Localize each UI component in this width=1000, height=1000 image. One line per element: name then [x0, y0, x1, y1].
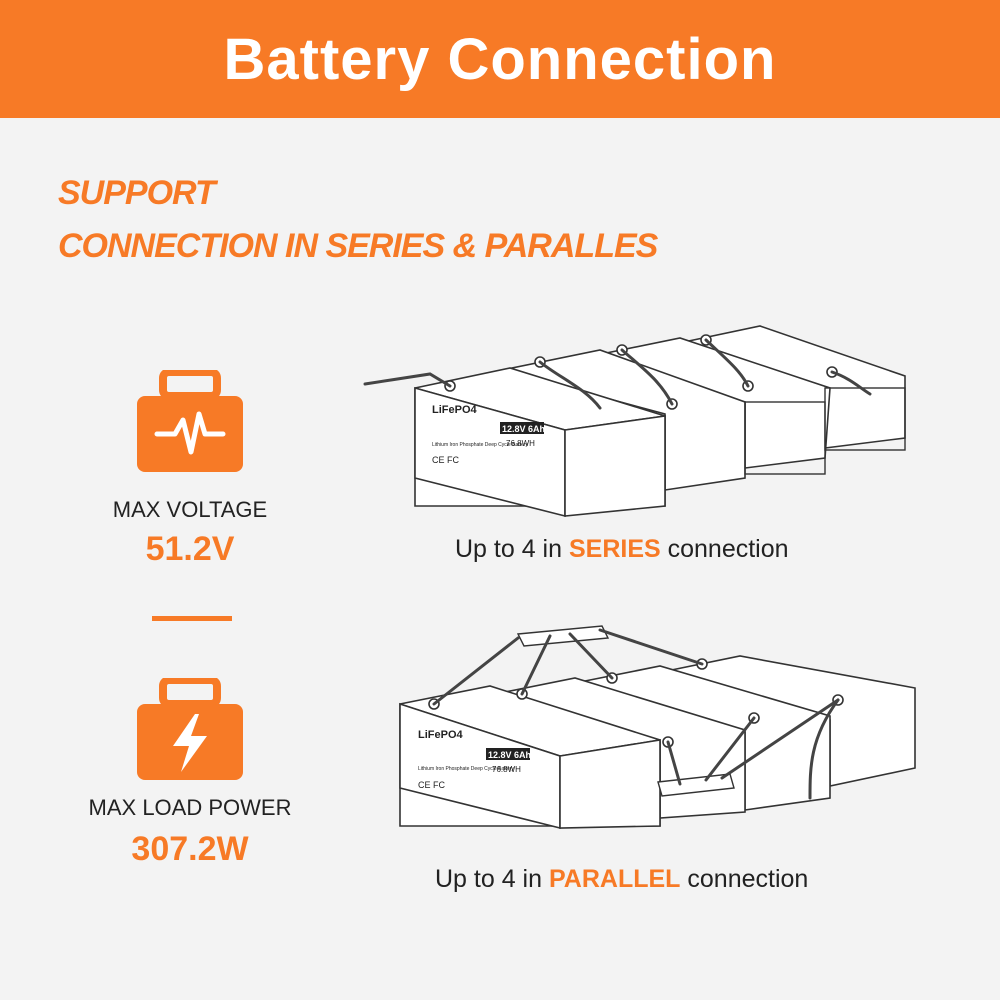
series-prefix: Up to 4 in — [455, 535, 563, 563]
parallel-connection-diagram: LiFePO4 12.8V 6Ah 76.8WH Lithium Iron Ph… — [399, 625, 916, 830]
battery-cert-label-2: CE FC — [418, 780, 446, 790]
battery-spec-label-2: 12.8V 6Ah — [488, 750, 531, 760]
battery-spec-label: 12.8V 6Ah — [502, 424, 545, 434]
tagline-support: SUPPORT — [58, 174, 216, 212]
parallel-busbar-top — [516, 625, 610, 647]
battery-brand-label: LiFePO4 — [432, 404, 478, 416]
battery-energy-label-2: 76.8WH — [492, 765, 521, 774]
series-highlight: SERIES — [568, 535, 661, 563]
battery-cert-label: CE FC — [432, 455, 460, 465]
header-banner: Battery Connection — [0, 0, 1000, 118]
page-title: Battery Connection — [223, 26, 777, 92]
parallel-caption: Up to 4 in PARALLEL connection — [435, 865, 808, 894]
parallel-busbar-bottom — [657, 773, 735, 797]
battery-brand-label-2: LiFePO4 — [418, 729, 464, 741]
parallel-prefix: Up to 4 in — [435, 865, 543, 893]
tagline-connection: CONNECTION IN SERIES & PARALLES — [58, 227, 658, 265]
max-voltage-label: MAX VOLTAGE — [112, 497, 268, 522]
series-suffix: connection — [667, 535, 789, 563]
battery-pulse-icon — [137, 370, 243, 472]
series-connection-diagram: LiFePO4 12.8V 6Ah 76.8WH Lithium Iron Ph… — [363, 325, 906, 518]
stat-divider — [152, 616, 232, 621]
max-load-power-value: 307.2W — [131, 830, 249, 868]
battery-subtitle-label-2: Lithium Iron Phosphate Deep Cycle Batter… — [418, 766, 514, 772]
max-load-power-label: MAX LOAD POWER — [88, 795, 292, 820]
battery-energy-label: 76.8WH — [506, 439, 535, 448]
max-voltage-value: 51.2V — [145, 530, 235, 568]
battery-bolt-icon — [137, 678, 243, 780]
battery-spec-badge-2 — [486, 748, 530, 760]
series-caption: Up to 4 in SERIES connection — [455, 535, 789, 564]
parallel-suffix: connection — [687, 865, 809, 893]
battery-subtitle-label: Lithium Iron Phosphate Deep Cycle Batter… — [432, 442, 528, 448]
parallel-highlight: PARALLEL — [548, 865, 681, 893]
battery-spec-badge — [500, 422, 544, 434]
